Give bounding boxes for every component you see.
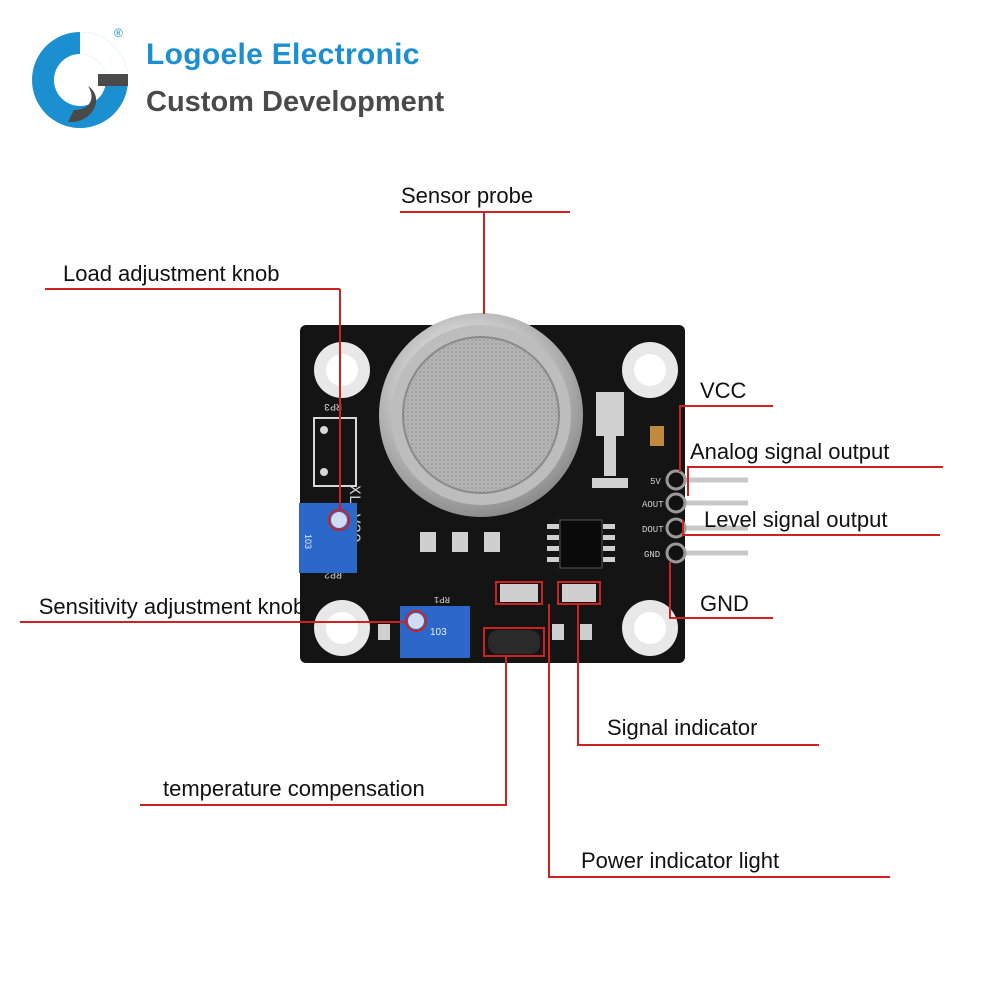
rp2-silk: RP2: [324, 568, 342, 579]
pin-5v: 5V: [650, 477, 661, 487]
label-sensor-probe: Sensor probe: [401, 183, 534, 208]
pin-gnd: GND: [644, 550, 660, 560]
ic-chip: [547, 519, 615, 569]
label-load-knob: Load adjustment knob: [63, 261, 280, 286]
svg-text:103: 103: [430, 627, 447, 638]
label-level-output: Level signal output: [704, 507, 888, 532]
registered-mark: ®: [114, 26, 123, 40]
pin-aout: AOUT: [642, 500, 664, 510]
brand-tagline: Custom Development: [146, 86, 445, 118]
sensor-probe: [379, 313, 583, 517]
label-power-indicator: Power indicator light: [581, 848, 780, 873]
load-pot: 103: [299, 503, 357, 573]
rp1-silk: RP1: [434, 594, 450, 604]
label-temp-compensation: temperature compensation: [163, 776, 425, 801]
sensitivity-pot: 103: [400, 606, 470, 658]
label-gnd: GND: [700, 591, 749, 616]
label-vcc: VCC: [700, 378, 747, 403]
leader-lines: [20, 211, 943, 878]
label-signal-indicator: Signal indicator: [607, 715, 758, 740]
logo-icon: [32, 32, 128, 128]
svg-text:103: 103: [303, 534, 313, 549]
brand-name: Logoele Electronic: [146, 38, 420, 71]
rp3-silk: RP3: [324, 400, 342, 411]
pin-dout: DOUT: [642, 525, 664, 535]
mounting-holes: [314, 342, 678, 656]
header-pins: 5V AOUT DOUT GND: [642, 469, 748, 564]
label-sensitivity-knob: Sensitivity adjustment knob: [38, 594, 306, 619]
label-analog-output: Analog signal output: [690, 439, 890, 464]
